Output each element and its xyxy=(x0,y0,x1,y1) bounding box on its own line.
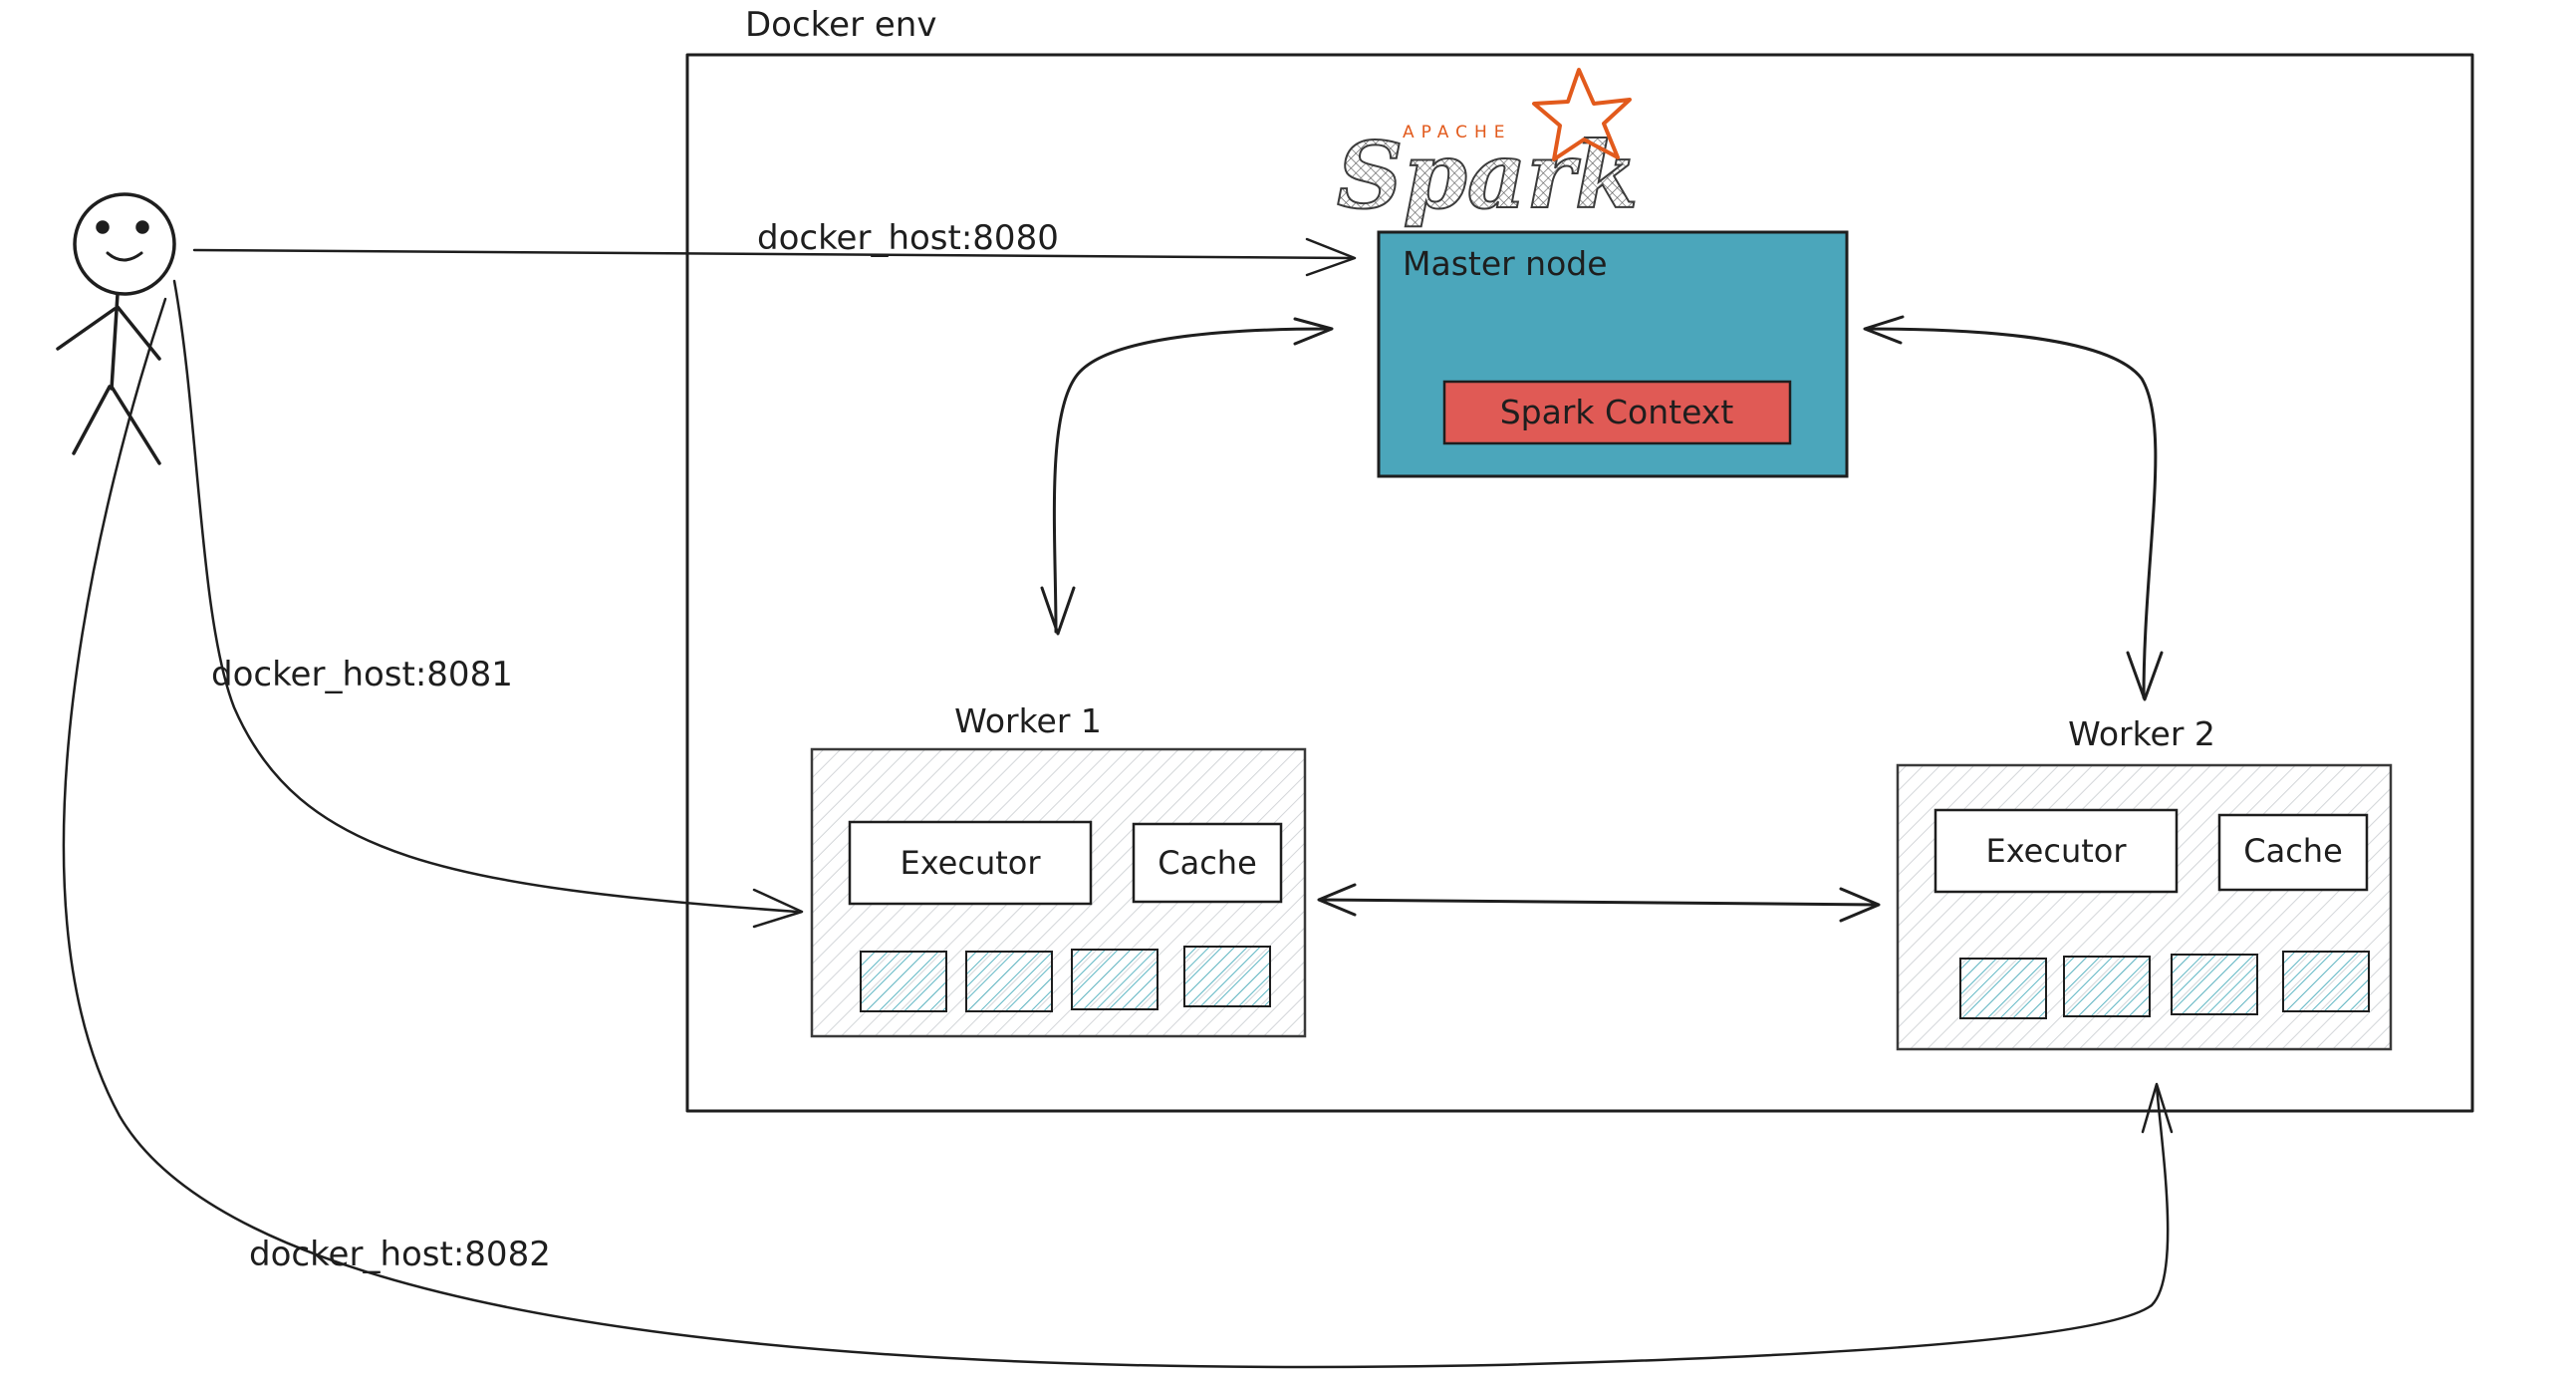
worker-2-task-slot xyxy=(2282,951,2370,1012)
worker-2-task-slot xyxy=(1959,958,2047,1019)
worker-1-cache-label: Cache xyxy=(1158,844,1257,882)
worker-2-executor xyxy=(1933,808,2179,894)
port-label-8082: docker_host:8082 xyxy=(249,1235,551,1274)
worker-1-task-slot xyxy=(860,951,947,1012)
master-node: Master node Spark Context xyxy=(1377,230,1849,478)
worker-2-cache-label: Cache xyxy=(2243,832,2343,870)
worker-1-executor xyxy=(848,820,1093,906)
connector-user-master xyxy=(192,237,1357,277)
spark-context-label: Spark Context xyxy=(1500,393,1734,431)
spark-logo-word: Spark xyxy=(1337,122,1639,229)
docker-env: Docker env xyxy=(685,5,2474,1113)
worker-2-cache xyxy=(2217,813,2369,892)
worker-2-title: Worker 2 xyxy=(2068,714,2215,753)
master-node-label: Master node xyxy=(1403,244,1608,283)
port-label-8080: docker_host:8080 xyxy=(757,218,1059,258)
worker-1-title: Worker 1 xyxy=(954,701,1102,740)
worker-1-executor-label: Executor xyxy=(900,844,1041,882)
worker-1-task-slot xyxy=(965,951,1053,1012)
worker-1-task-slot xyxy=(1071,949,1159,1010)
worker-1-task-slot xyxy=(1183,946,1271,1007)
worker-2-task-slot xyxy=(2063,956,2151,1017)
worker-2-task-slot xyxy=(2171,954,2258,1015)
spark-context xyxy=(1442,380,1792,445)
connector-master-worker1 xyxy=(1040,317,1334,636)
connector-user-worker1 xyxy=(172,279,804,929)
stick-figure-icon xyxy=(56,192,176,465)
spark-star-icon xyxy=(1532,68,1632,161)
connector-worker1-worker2 xyxy=(1317,883,1881,923)
worker-2-executor-label: Executor xyxy=(1985,832,2127,870)
spark-logo-apache: APACHE xyxy=(1403,123,1512,142)
port-label-8081: docker_host:8081 xyxy=(211,655,513,694)
spark-logo: APACHE Spark xyxy=(1336,68,1640,230)
worker-1: Worker 1 Executor Cache xyxy=(810,701,1307,1038)
worker-2: Worker 2 Executor Cache xyxy=(1896,714,2393,1051)
connector-user-worker2 xyxy=(62,297,2174,1369)
connector-master-worker2 xyxy=(1863,315,2164,701)
docker-env-label: Docker env xyxy=(745,5,936,45)
worker-1-cache xyxy=(1132,822,1283,904)
